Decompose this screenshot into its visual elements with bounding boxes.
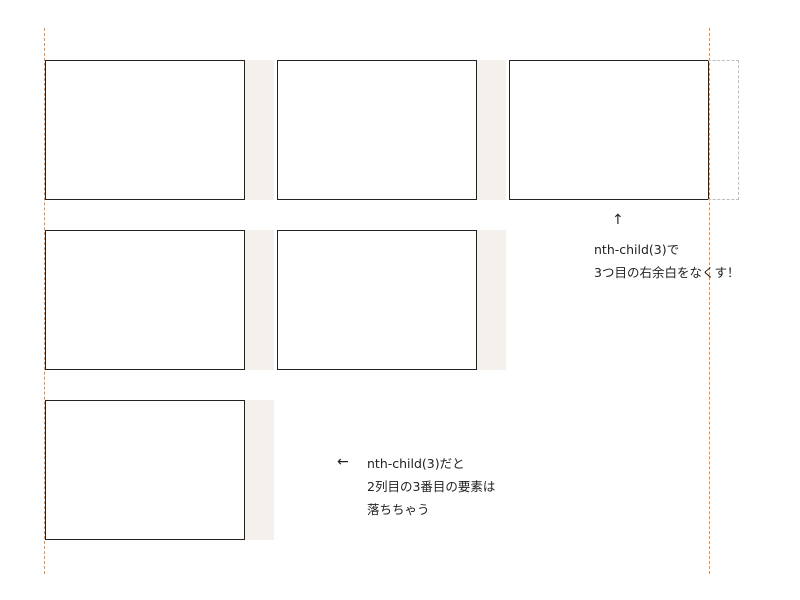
right-guide-line bbox=[709, 28, 710, 574]
annotation-bottom: nth-child(3)だと 2列目の3番目の要素は 落ちちゃう bbox=[367, 452, 495, 521]
grid-item bbox=[45, 230, 245, 370]
grid-item bbox=[277, 230, 477, 370]
annotation-bottom-line: 2列目の3番目の要素は bbox=[367, 479, 496, 494]
up-arrow-icon: ↑ bbox=[612, 212, 624, 228]
grid-item bbox=[277, 60, 477, 200]
right-margin-shade bbox=[476, 60, 506, 200]
left-guide-line bbox=[44, 28, 45, 574]
right-margin-shade bbox=[244, 400, 274, 540]
right-margin-shade bbox=[244, 60, 274, 200]
annotation-top-line: nth-child(3)で bbox=[594, 242, 680, 257]
removed-margin-outline bbox=[708, 60, 739, 200]
right-margin-shade bbox=[244, 230, 274, 370]
annotation-top-line: 3つ目の右余白をなくす！ bbox=[594, 265, 740, 280]
annotation-bottom-line: nth-child(3)だと bbox=[367, 456, 465, 471]
annotation-bottom-line: 落ちちゃう bbox=[367, 502, 430, 517]
grid-item-wrapped bbox=[45, 400, 245, 540]
grid-item-third bbox=[509, 60, 709, 200]
right-margin-shade bbox=[476, 230, 506, 370]
annotation-top: nth-child(3)で 3つ目の右余白をなくす！ bbox=[594, 238, 739, 284]
left-arrow-icon: ← bbox=[337, 454, 349, 470]
grid-item bbox=[45, 60, 245, 200]
